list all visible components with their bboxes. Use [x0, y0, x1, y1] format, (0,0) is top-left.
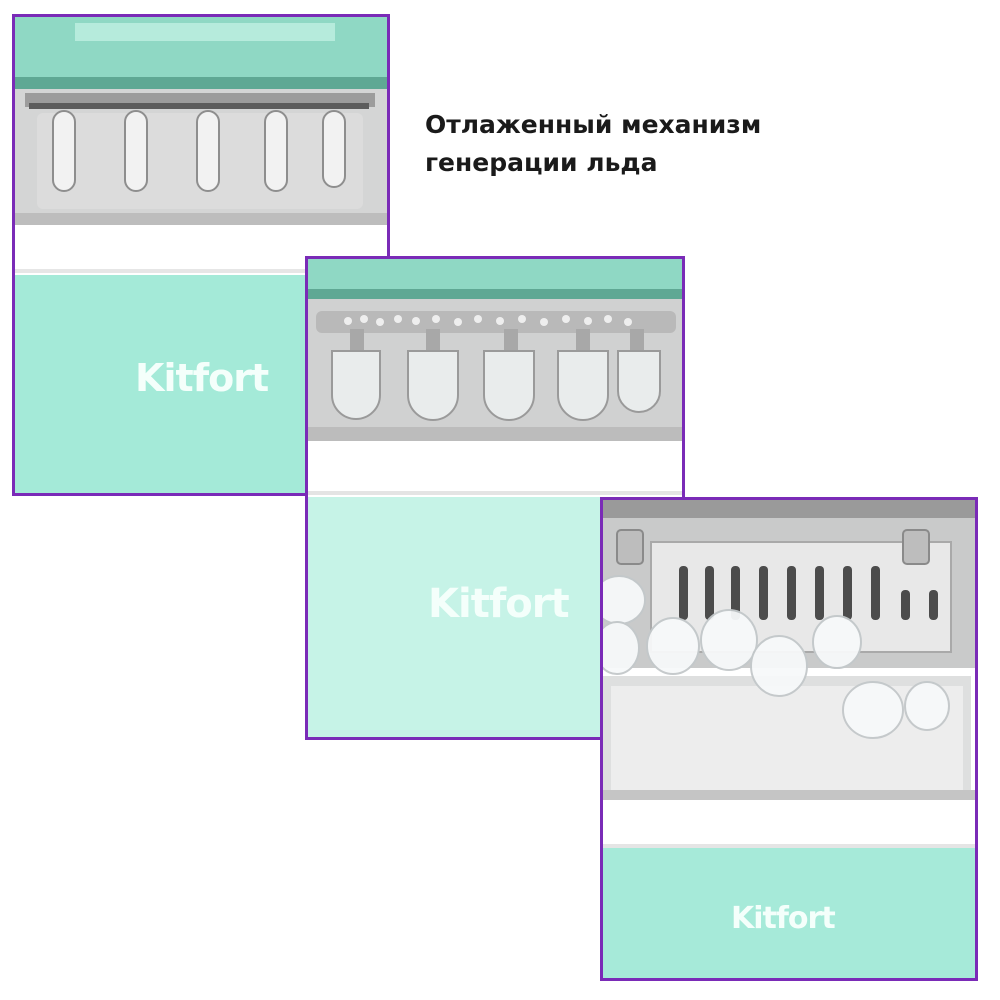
headline-line-2: генерации льда — [425, 148, 658, 177]
photo-panel-freezing-fingers: Kitfort — [12, 14, 390, 496]
photo-panel-ice-basket: Kitfort — [600, 497, 978, 981]
headline: Отлаженный механизм генерации льда — [425, 106, 845, 182]
photo-freezing-fingers: Kitfort — [15, 17, 387, 493]
kitfort-logo-1: Kitfort — [135, 356, 269, 400]
kitfort-logo-3: Kitfort — [731, 901, 835, 936]
photo-ice-basket: Kitfort — [603, 500, 975, 978]
kitfort-logo-2: Kitfort — [428, 581, 569, 627]
headline-line-1: Отлаженный механизм — [425, 110, 762, 139]
